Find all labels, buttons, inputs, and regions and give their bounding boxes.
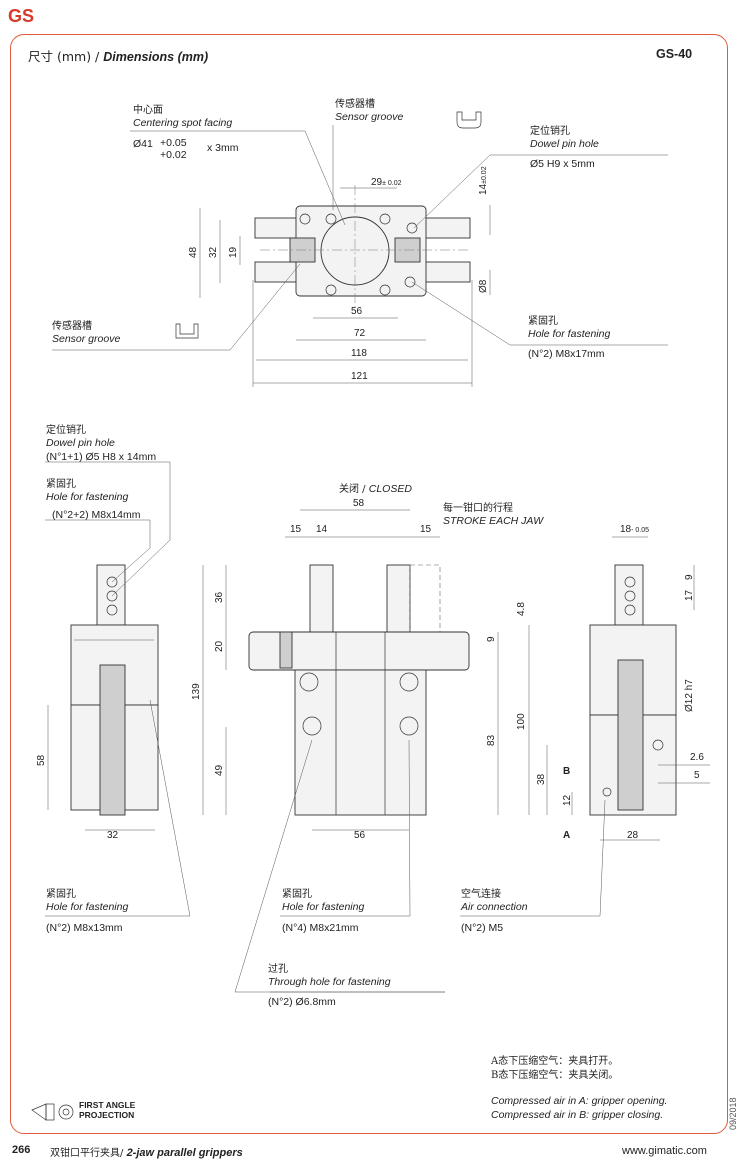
- dim-56-front: 56: [354, 830, 366, 841]
- dim-121: 121: [351, 371, 368, 382]
- fastening-front-value: (N°4) M8x21mm: [282, 922, 359, 934]
- dim-9-right: 9: [684, 574, 695, 580]
- top-view-drawing: [52, 111, 668, 387]
- dim-14: 14±0.02: [478, 166, 489, 195]
- left-view-drawing: [45, 461, 191, 917]
- dim-2-6: 2.6: [690, 752, 704, 763]
- dowel-pin-top-value: Ø5 H9 x 5mm: [530, 158, 595, 170]
- drawing-frame: [10, 34, 728, 1134]
- dim-12h7: Ø12 h7: [684, 679, 695, 712]
- dim-56-top: 56: [351, 306, 363, 317]
- date-stamp: 09/2018: [728, 1097, 738, 1130]
- dim-28: 28: [627, 830, 639, 841]
- dim-8: Ø8: [478, 279, 489, 293]
- air-connection-value: (N°2) M5: [461, 922, 504, 934]
- first-angle-projection-icon: [31, 1103, 74, 1121]
- centering-tolerance: +0.05+0.02: [160, 137, 187, 161]
- page-number: 266: [12, 1144, 31, 1156]
- projection-label: FIRST ANGLE PROJECTION: [79, 1100, 136, 1120]
- dim-38: 38: [536, 773, 547, 785]
- dim-100: 100: [516, 713, 527, 730]
- dim-5: 5: [694, 770, 700, 781]
- centering-depth: x 3mm: [207, 142, 239, 154]
- dim-9-front: 9: [486, 636, 497, 642]
- dim-4-8: 4.8: [516, 602, 527, 616]
- notes-zh: A态下压缩空气：夹具打开。B态下压缩空气：夹具关闭。: [491, 1056, 619, 1081]
- front-view-drawing: [202, 509, 499, 993]
- dim-15-b: 15: [420, 524, 432, 535]
- through-hole-value: (N°2) Ø6.8mm: [268, 996, 336, 1008]
- fastening-top-value: (N°2) M8x17mm: [528, 348, 605, 360]
- dim-18: 18- 0.05: [620, 524, 650, 535]
- dowel-pin-left-value: (N°1+1) Ø5 H8 x 14mm: [46, 451, 157, 463]
- fastening-left-bottom-value: (N°2) M8x13mm: [46, 922, 123, 934]
- centering-value: Ø41: [133, 138, 153, 150]
- model-code: GS-40: [656, 47, 693, 61]
- port-a-label: A: [563, 830, 571, 841]
- right-view-drawing: [460, 536, 710, 917]
- dim-19: 19: [228, 246, 239, 258]
- footer-url[interactable]: www.gimatic.com: [622, 1145, 707, 1157]
- dim-32-left: 32: [107, 830, 119, 841]
- dim-58-front: 58: [353, 498, 365, 509]
- fastening-left-top-value: (N°2+2) M8x14mm: [52, 509, 141, 521]
- dim-83: 83: [486, 734, 497, 746]
- dim-72: 72: [354, 328, 366, 339]
- page-title: 尺寸 (mm) / Dimensions (mm): [28, 49, 209, 64]
- brand-logo: GS: [8, 6, 35, 26]
- port-b-label: B: [563, 766, 571, 777]
- dim-58-left: 58: [36, 754, 47, 766]
- dim-32: 32: [208, 246, 219, 258]
- notes-en: Compressed air in A: gripper opening.Com…: [491, 1095, 668, 1121]
- dim-118: 118: [351, 348, 367, 359]
- dim-12: 12: [562, 794, 573, 806]
- dim-15-a: 15: [290, 524, 302, 535]
- dim-20: 20: [214, 640, 225, 652]
- dim-49: 49: [214, 764, 225, 776]
- dim-139: 139: [191, 683, 202, 700]
- dim-48: 48: [188, 246, 199, 258]
- closed-label: 关闭 / CLOSED: [339, 483, 412, 495]
- dim-14-front: 14: [316, 524, 328, 535]
- dim-36: 36: [214, 591, 225, 603]
- dim-29: 29± 0.02: [371, 177, 402, 188]
- dim-17: 17: [684, 589, 695, 601]
- footer-title: 双钳口平行夹具/ 2-jaw parallel grippers: [50, 1147, 243, 1159]
